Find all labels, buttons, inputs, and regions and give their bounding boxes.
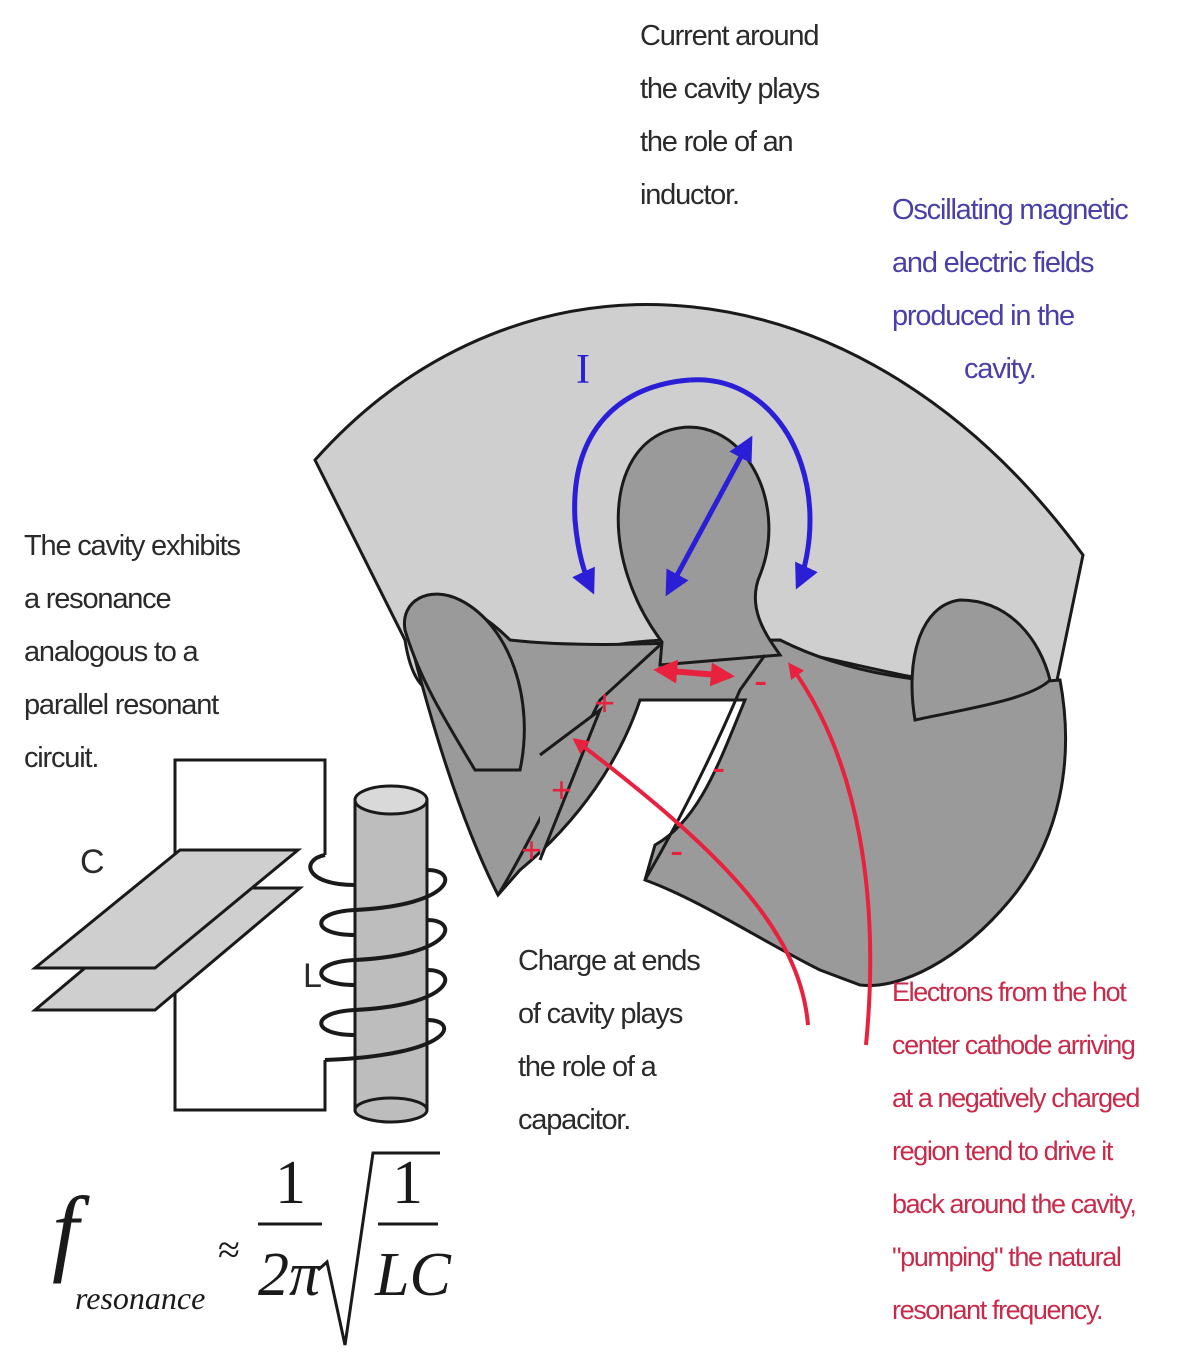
plus-sign-1: + [594,676,614,729]
equation-numerator-2: 1 [392,1148,423,1219]
equation-f: f [52,1175,79,1286]
fields-note: Oscillating magnetic and electric fields… [892,184,1128,396]
equation-approx: ≈ [218,1226,240,1273]
equation-denominator-2: LC [375,1240,451,1311]
current-symbol: I [576,346,590,394]
equation-numerator-1: 1 [275,1148,306,1219]
equation-denominator-1: 2π [258,1240,320,1311]
electrons-note: Electrons from the hot center cathode ar… [892,965,1139,1336]
inductor-core-top [355,786,427,814]
equation-subscript: resonance [75,1280,205,1317]
resonance-note: The cavity exhibits a resonance analogou… [24,520,240,785]
inductor-core-bottom [355,1098,427,1122]
plus-sign-3: + [521,823,541,876]
minus-sign-3: - [670,825,682,878]
plus-sign-2: + [551,763,571,816]
inductor-label: L [303,950,321,1003]
capacitor-label: C [80,836,103,889]
minus-sign-1: - [754,655,766,708]
capacitor-note: Charge at ends of cavity plays the role … [518,935,700,1147]
minus-sign-2: - [712,742,724,795]
inductor-note: Current around the cavity plays the role… [640,10,819,222]
